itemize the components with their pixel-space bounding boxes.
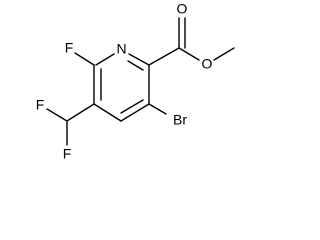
bond-n-c6-inner — [127, 60, 144, 71]
bond-c5-c4 — [120, 103, 150, 122]
bond-c3-chf2 — [66, 103, 95, 122]
atom-label-carbonyl-o: O — [177, 1, 188, 17]
atom-label-ester-o: O — [202, 56, 213, 72]
bond-o-methyl — [213, 47, 235, 61]
atom-label-chf2-f-upper: F — [36, 97, 45, 113]
atom-label-n: N — [116, 41, 126, 57]
bond-c6-ester-c — [148, 47, 180, 66]
molecule-svg: N O O F F F Br — [36, 1, 235, 162]
bond-n-c6 — [128, 53, 150, 66]
bond-ester-c-o — [178, 47, 200, 61]
atom-label-br: Br — [173, 112, 187, 128]
bond-c5-c4-inner — [120, 99, 144, 114]
atom-label-chf2-f-lower: F — [63, 146, 72, 162]
bond-chf2-f-upper — [46, 108, 68, 122]
bond-n-c2 — [95, 53, 115, 66]
atom-label-ring-f: F — [65, 40, 74, 56]
bond-c5-br — [148, 103, 167, 115]
bond-c2-f — [74, 52, 95, 66]
bond-c4-c3 — [93, 103, 122, 122]
structure-diagram: N O O F F F Br — [36, 1, 235, 162]
